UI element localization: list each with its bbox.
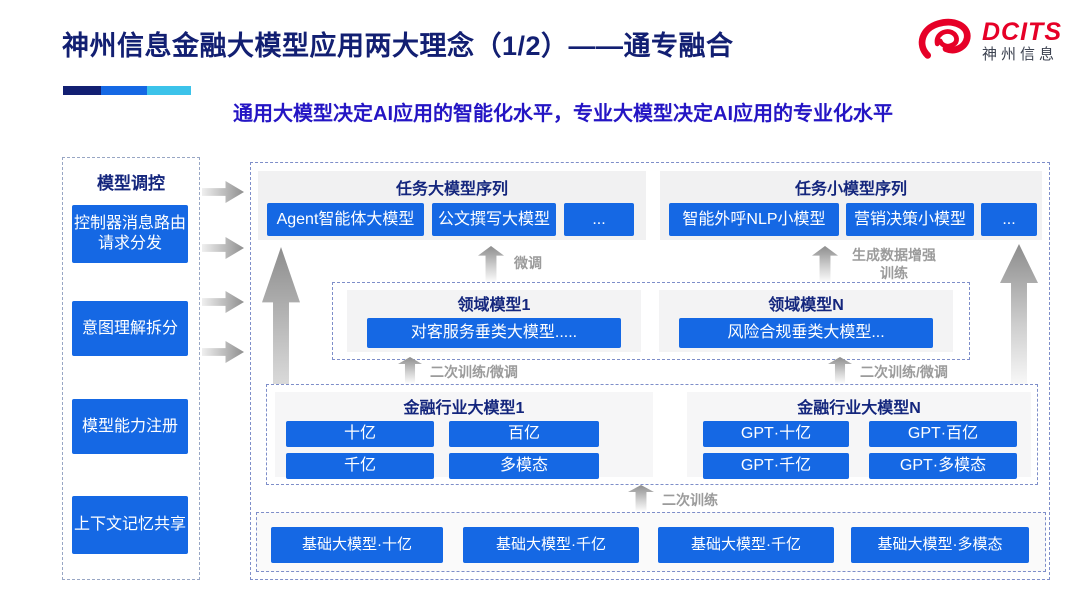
gen-data-train-label: 生成数据增强训练 bbox=[852, 247, 936, 281]
accent-segment-cyan bbox=[147, 86, 191, 95]
foundation-model-chip: 基础大模型·千亿 bbox=[463, 527, 639, 563]
doc-writing-model-chip: 公文撰写大模型 bbox=[432, 203, 556, 236]
right-arrow-icon bbox=[202, 340, 244, 364]
gpt-scale-chip: GPT·十亿 bbox=[703, 421, 849, 447]
model-architecture-container bbox=[250, 162, 1050, 580]
industry-model-1-section: 金融行业大模型1 十亿 百亿 千亿 多模态 bbox=[275, 392, 653, 479]
second-train-label: 二次训练 bbox=[662, 492, 718, 508]
accent-segment-navy bbox=[63, 86, 101, 95]
risk-compliance-model-chip: 风险合规垂类大模型... bbox=[679, 318, 933, 348]
sidebar-item-router: 控制器消息路由请求分发 bbox=[72, 205, 188, 263]
foundation-model-chip: 基础大模型·多模态 bbox=[851, 527, 1029, 563]
model-control-title: 模型调控 bbox=[97, 174, 165, 193]
scale-chip: 十亿 bbox=[286, 421, 434, 447]
right-arrow-icon bbox=[202, 180, 244, 204]
gpt-scale-chip: GPT·多模态 bbox=[869, 453, 1017, 479]
gpt-scale-chip: GPT·千亿 bbox=[703, 453, 849, 479]
industry-model-1-title: 金融行业大模型1 bbox=[403, 400, 525, 417]
task-small-model-section: 任务小模型序列 智能外呼NLP小模型 营销决策小模型 ... bbox=[660, 171, 1042, 240]
task-small-model-title: 任务小模型序列 bbox=[794, 181, 907, 198]
domain-model-1-section: 领域模型1 对客服务垂类大模型..... bbox=[347, 290, 641, 352]
second-train-finetune-label-left: 二次训练/微调 bbox=[430, 364, 518, 380]
customer-service-model-chip: 对客服务垂类大模型..... bbox=[367, 318, 621, 348]
scale-chip: 百亿 bbox=[449, 421, 599, 447]
model-control-panel: 模型调控 控制器消息路由请求分发 意图理解拆分 模型能力注册 上下文记忆共享 bbox=[62, 157, 200, 580]
dcits-swirl-icon bbox=[918, 18, 971, 59]
foundation-model-chip: 基础大模型·十亿 bbox=[271, 527, 443, 563]
agent-model-chip: Agent智能体大模型 bbox=[267, 203, 424, 236]
more-models-chip: ... bbox=[981, 203, 1037, 236]
industry-models-container: 金融行业大模型1 十亿 百亿 千亿 多模态 金融行业大模型N GPT·十亿 GP… bbox=[266, 384, 1038, 485]
marketing-model-chip: 营销决策小模型 bbox=[846, 203, 974, 236]
sidebar-item-context: 上下文记忆共享 bbox=[72, 496, 188, 554]
foundation-model-chip: 基础大模型·千亿 bbox=[658, 527, 834, 563]
domain-model-n-title: 领域模型N bbox=[768, 297, 844, 314]
domain-models-container: 领域模型1 对客服务垂类大模型..... 领域模型N 风险合规垂类大模型... bbox=[332, 282, 970, 360]
title-accent-bar bbox=[63, 86, 191, 95]
foundation-models-container: 基础大模型·十亿 基础大模型·千亿 基础大模型·千亿 基础大模型·多模态 bbox=[256, 512, 1046, 572]
logo-brand-cn-text: 神州信息 bbox=[982, 46, 1059, 64]
domain-model-n-section: 领域模型N 风险合规垂类大模型... bbox=[659, 290, 953, 352]
gpt-scale-chip: GPT·百亿 bbox=[869, 421, 1017, 447]
more-models-chip: ... bbox=[564, 203, 634, 236]
logo-brand-text: DCITS bbox=[982, 18, 1062, 46]
scale-chip: 多模态 bbox=[449, 453, 599, 479]
industry-model-n-section: 金融行业大模型N GPT·十亿 GPT·百亿 GPT·千亿 GPT·多模态 bbox=[687, 392, 1031, 479]
task-large-model-title: 任务大模型序列 bbox=[395, 181, 508, 198]
domain-model-1-title: 领域模型1 bbox=[457, 297, 531, 314]
slide-subtitle: 通用大模型决定AI应用的智能化水平，专业大模型决定AI应用的专业化水平 bbox=[233, 103, 893, 125]
sidebar-item-register: 模型能力注册 bbox=[72, 399, 188, 454]
task-large-model-section: 任务大模型序列 Agent智能体大模型 公文撰写大模型 ... bbox=[258, 171, 646, 240]
sidebar-item-intent: 意图理解拆分 bbox=[72, 301, 188, 356]
page-title: 神州信息金融大模型应用两大理念（1/2）——通专融合 bbox=[62, 31, 734, 61]
second-train-finetune-label-right: 二次训练/微调 bbox=[860, 364, 948, 380]
right-arrow-icon bbox=[202, 290, 244, 314]
finetune-label: 微调 bbox=[514, 255, 542, 271]
accent-segment-blue bbox=[101, 86, 147, 95]
scale-chip: 千亿 bbox=[286, 453, 434, 479]
right-arrow-icon bbox=[202, 236, 244, 260]
industry-model-n-title: 金融行业大模型N bbox=[797, 400, 921, 417]
nlp-callout-model-chip: 智能外呼NLP小模型 bbox=[669, 203, 839, 236]
dcits-logo: DCITS 神州信息 bbox=[914, 16, 1062, 66]
